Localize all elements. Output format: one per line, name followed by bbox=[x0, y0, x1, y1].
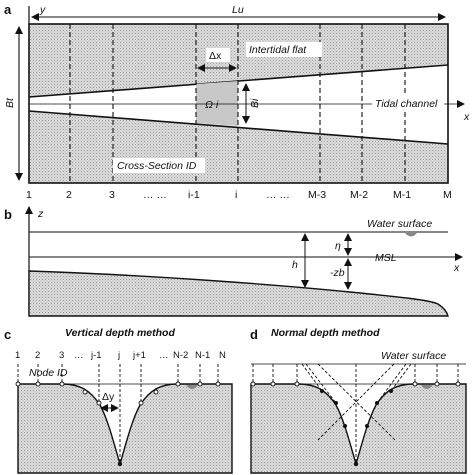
section-id: M bbox=[443, 189, 452, 201]
panel-c-letter: c bbox=[4, 327, 11, 342]
section-id: i bbox=[235, 189, 237, 201]
panel-b: b z Water surface MSL x h η -zb bbox=[4, 206, 463, 317]
water-surface-label-d: Water surface bbox=[381, 350, 446, 362]
section-id: … … bbox=[266, 189, 290, 201]
node-id: 1 bbox=[15, 350, 20, 361]
y-axis-label: y bbox=[39, 4, 46, 16]
cross-section-bed-c bbox=[17, 383, 233, 474]
node bbox=[334, 401, 338, 405]
node-id: … bbox=[159, 350, 169, 361]
section-id: M-3 bbox=[308, 189, 326, 201]
water-level-marker-d bbox=[421, 385, 433, 389]
normal-depth-lines bbox=[252, 363, 459, 464]
node-id: N-1 bbox=[195, 350, 210, 361]
z-axis-label: z bbox=[37, 208, 44, 220]
cross-section-bed-d bbox=[250, 383, 467, 474]
node-id: N bbox=[219, 350, 226, 361]
panel-d: d Normal depth method Water surface bbox=[250, 327, 467, 474]
section-id: 3 bbox=[109, 189, 115, 201]
node-bottom-c bbox=[117, 461, 123, 467]
panel-d-title: Normal depth method bbox=[271, 327, 380, 339]
lower-channel-edge bbox=[28, 110, 449, 145]
panel-c-title: Vertical depth method bbox=[65, 327, 175, 339]
node bbox=[320, 389, 324, 393]
msl-label: MSL bbox=[375, 252, 397, 264]
h-label: h bbox=[292, 259, 298, 271]
node bbox=[15, 381, 21, 387]
water-level-marker-c bbox=[186, 385, 198, 389]
x-axis-label-b: x bbox=[453, 262, 460, 274]
node-id: 3 bbox=[59, 350, 64, 361]
node bbox=[175, 381, 181, 387]
panel-a-letter: a bbox=[4, 2, 12, 17]
node-id-row: 1 2 3 … j-1 j j+1 … N-2 N-1 N bbox=[15, 350, 226, 361]
section-id: M-2 bbox=[350, 189, 368, 201]
section-id: … … bbox=[143, 189, 167, 201]
panel-a: a y Lu Bt Δx bbox=[4, 2, 470, 201]
tidal-channel-label: Tidal channel bbox=[375, 98, 438, 110]
section-id: 1 bbox=[26, 189, 32, 201]
bt-label: Bt bbox=[4, 97, 16, 108]
node bbox=[389, 389, 393, 393]
panel-c: c Vertical depth method bbox=[4, 327, 233, 474]
node bbox=[353, 461, 359, 467]
node bbox=[197, 381, 203, 387]
node bbox=[35, 381, 41, 387]
node-id: N-2 bbox=[173, 350, 188, 361]
node bbox=[294, 381, 300, 387]
node bbox=[153, 389, 159, 395]
section-id: i-1 bbox=[188, 189, 200, 201]
node bbox=[59, 381, 65, 387]
intertidal-flat-label: Intertidal flat bbox=[249, 44, 307, 56]
node bbox=[412, 381, 418, 387]
cross-section-lines bbox=[69, 24, 406, 183]
section-id: 2 bbox=[66, 189, 72, 201]
node bbox=[270, 381, 276, 387]
node-id: j bbox=[117, 350, 120, 361]
lu-label: Lu bbox=[232, 4, 244, 16]
node bbox=[365, 424, 369, 428]
node-id: j+1 bbox=[132, 350, 146, 361]
node bbox=[82, 389, 88, 395]
node-id-label: Node ID bbox=[29, 367, 68, 379]
node-id: 2 bbox=[35, 350, 40, 361]
section-id: M-1 bbox=[393, 189, 411, 201]
node bbox=[215, 381, 221, 387]
node bbox=[455, 381, 461, 387]
water-level-marker-b bbox=[405, 233, 417, 237]
omega-label: Ω i bbox=[205, 99, 219, 111]
panel-d-letter: d bbox=[250, 327, 258, 342]
water-surface-label-b: Water surface bbox=[367, 218, 432, 230]
zb-label: -zb bbox=[330, 267, 345, 279]
eta-label: η bbox=[335, 240, 341, 252]
x-axis-label-a: x bbox=[463, 111, 470, 123]
section-id-row: 1 2 3 … … i-1 i … … M-3 M-2 M-1 M bbox=[26, 189, 452, 201]
node-id: j-1 bbox=[90, 350, 102, 361]
bed-nodes-d bbox=[320, 389, 393, 467]
node bbox=[343, 424, 347, 428]
bed-profile bbox=[28, 270, 449, 317]
nodes-d bbox=[250, 381, 461, 387]
node-id: … bbox=[74, 350, 84, 361]
dx-label: Δx bbox=[209, 50, 222, 62]
node bbox=[250, 381, 256, 387]
vertical-depth-lines bbox=[17, 364, 219, 464]
panel-b-letter: b bbox=[4, 207, 12, 222]
bi-label: Bi bbox=[249, 98, 261, 108]
cross-section-id-label: Cross-Section ID bbox=[117, 160, 197, 172]
node bbox=[375, 401, 379, 405]
control-volume-cell bbox=[196, 81, 238, 126]
dy-label: Δy bbox=[102, 391, 115, 403]
nodes-c bbox=[15, 381, 221, 406]
node bbox=[434, 381, 440, 387]
node bbox=[138, 400, 144, 406]
node bbox=[96, 400, 102, 406]
